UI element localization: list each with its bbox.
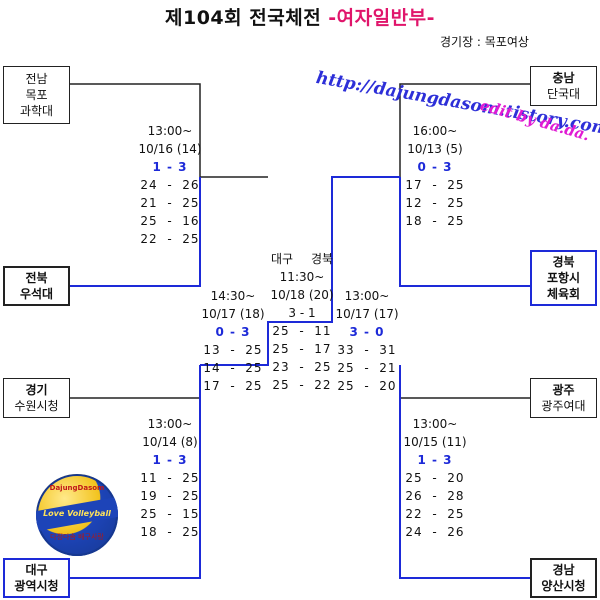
set-score: 11 - 25 [140,471,200,485]
team-region: 전북 [25,271,48,285]
team-box-chungnam: 충남 단국대 [530,66,597,106]
team-name: 목포 [25,88,48,102]
set-score: 13 - 25 [203,343,263,357]
set-score: 19 - 25 [140,489,200,503]
match-box-m2: 13:00~ 10/14 (8) 1 - 3 11 - 25 19 - 25 2… [130,415,210,541]
team-name: 단국대 [546,87,581,101]
final-team-right: 경북 [310,252,334,266]
match-date: 10/16 (14) [138,142,202,156]
set-score: 12 - 25 [405,196,465,210]
match-date: 10/17 (18) [201,307,265,321]
bracket-winning-lines [70,176,530,579]
title-sub: -여자일반부- [328,7,435,29]
match-date: 10/17 (17) [335,307,399,321]
volleyball-logo-icon: DajungDasom Love Volleyball 다정다솜 배구사랑 [36,474,118,556]
team-box-gwangju: 광주 광주여대 [530,378,597,418]
team-box-jeonbuk: 전북 우석대 [3,266,70,306]
match-time: 13:00~ [344,289,390,303]
team-box-daegu: 대구 광역시청 [3,558,70,598]
set-score: 25 - 16 [140,214,200,228]
match-box-m4: 13:00~ 10/15 (11) 1 - 3 25 - 20 26 - 28 … [395,415,475,541]
match-box-semi-right: 13:00~ 10/17 (17) 3 - 0 33 - 31 25 - 21 … [327,287,407,395]
set-score: 22 - 25 [405,507,465,521]
set-score: 25 - 20 [337,379,397,393]
match-time: 11:30~ [279,270,325,284]
match-date: 10/13 (5) [407,142,463,156]
set-score: 22 - 25 [140,232,200,246]
final-team-left: 대구 [270,252,294,266]
set-score: 24 - 26 [405,525,465,539]
team-box-gyeongnam: 경남 양산시청 [530,558,597,598]
team-box-gyeongbuk: 경북 포항시 체육회 [530,250,597,306]
set-score: 18 - 25 [140,525,200,539]
match-time: 16:00~ [412,124,458,138]
match-score: 0 - 3 [417,160,453,174]
set-score: 24 - 26 [140,178,200,192]
venue-label: 경기장 : 목포여상 [440,35,529,49]
set-score: 25 - 17 [272,342,332,356]
set-score: 14 - 25 [203,361,263,375]
team-region: 경기 [25,383,48,397]
set-score: 25 - 22 [272,378,332,392]
team-name: 양산시청 [541,579,586,593]
team-region: 전남 [25,72,48,86]
match-box-semi-left: 14:30~ 10/17 (18) 0 - 3 13 - 25 14 - 25 … [193,287,273,395]
match-score: 3 - 1 [288,306,316,320]
match-score: 1 - 3 [152,453,188,467]
match-date: 10/15 (11) [403,435,467,449]
match-score: 1 - 3 [152,160,188,174]
set-score: 17 - 25 [203,379,263,393]
team-region: 경남 [552,563,575,577]
set-score: 17 - 25 [405,178,465,192]
team-box-gyeonggi: 경기 수원시청 [3,378,70,418]
match-box-m3: 16:00~ 10/13 (5) 0 - 3 17 - 25 12 - 25 1… [395,122,475,230]
line-bl-upper [70,365,201,399]
match-score: 1 - 3 [417,453,453,467]
team-region: 광주 [552,383,575,397]
match-score: 3 - 0 [349,325,385,339]
match-time: 13:00~ [412,417,458,431]
match-date: 10/14 (8) [142,435,198,449]
page-title: 제104회 전국체전 -여자일반부- [0,3,600,30]
final-teams: 대구 경북 [262,250,342,268]
logo-text-top: DajungDasom [49,484,105,492]
set-score: 25 - 15 [140,507,200,521]
set-score: 18 - 25 [405,214,465,228]
set-score: 33 - 31 [337,343,397,357]
team-name: 포항시 [546,271,581,285]
match-box-final: 대구 경북 11:30~ 10/18 (20) 3 - 1 25 - 11 25… [262,250,342,394]
team-region: 충남 [552,71,575,85]
logo-text-bottom: 다정다솜 배구사랑 [50,533,104,541]
team-box-jeonnam: 전남 목포 과학대 [3,66,70,124]
team-name: 과학대 [19,104,54,118]
set-score: 25 - 20 [405,471,465,485]
set-score: 21 - 25 [140,196,200,210]
logo-text-mid: Love Volleyball [43,509,111,518]
set-score: 25 - 11 [272,324,332,338]
set-score: 25 - 21 [337,361,397,375]
team-region: 대구 [25,563,48,577]
match-time: 13:00~ [147,417,193,431]
set-score: 26 - 28 [405,489,465,503]
set-score: 23 - 25 [272,360,332,374]
title-main: 제104회 전국체전 [165,7,322,29]
team-name: 광주여대 [541,399,586,413]
match-time: 14:30~ [210,289,256,303]
match-time: 13:00~ [147,124,193,138]
match-date: 10/18 (20) [270,288,334,302]
match-box-m1: 13:00~ 10/16 (14) 1 - 3 24 - 26 21 - 25 … [130,122,210,248]
team-name: 우석대 [19,287,54,301]
team-name: 광역시청 [14,579,59,593]
team-name: 수원시청 [14,399,59,413]
match-score: 0 - 3 [215,325,251,339]
team-name: 체육회 [546,287,581,301]
team-region: 경북 [552,255,575,269]
